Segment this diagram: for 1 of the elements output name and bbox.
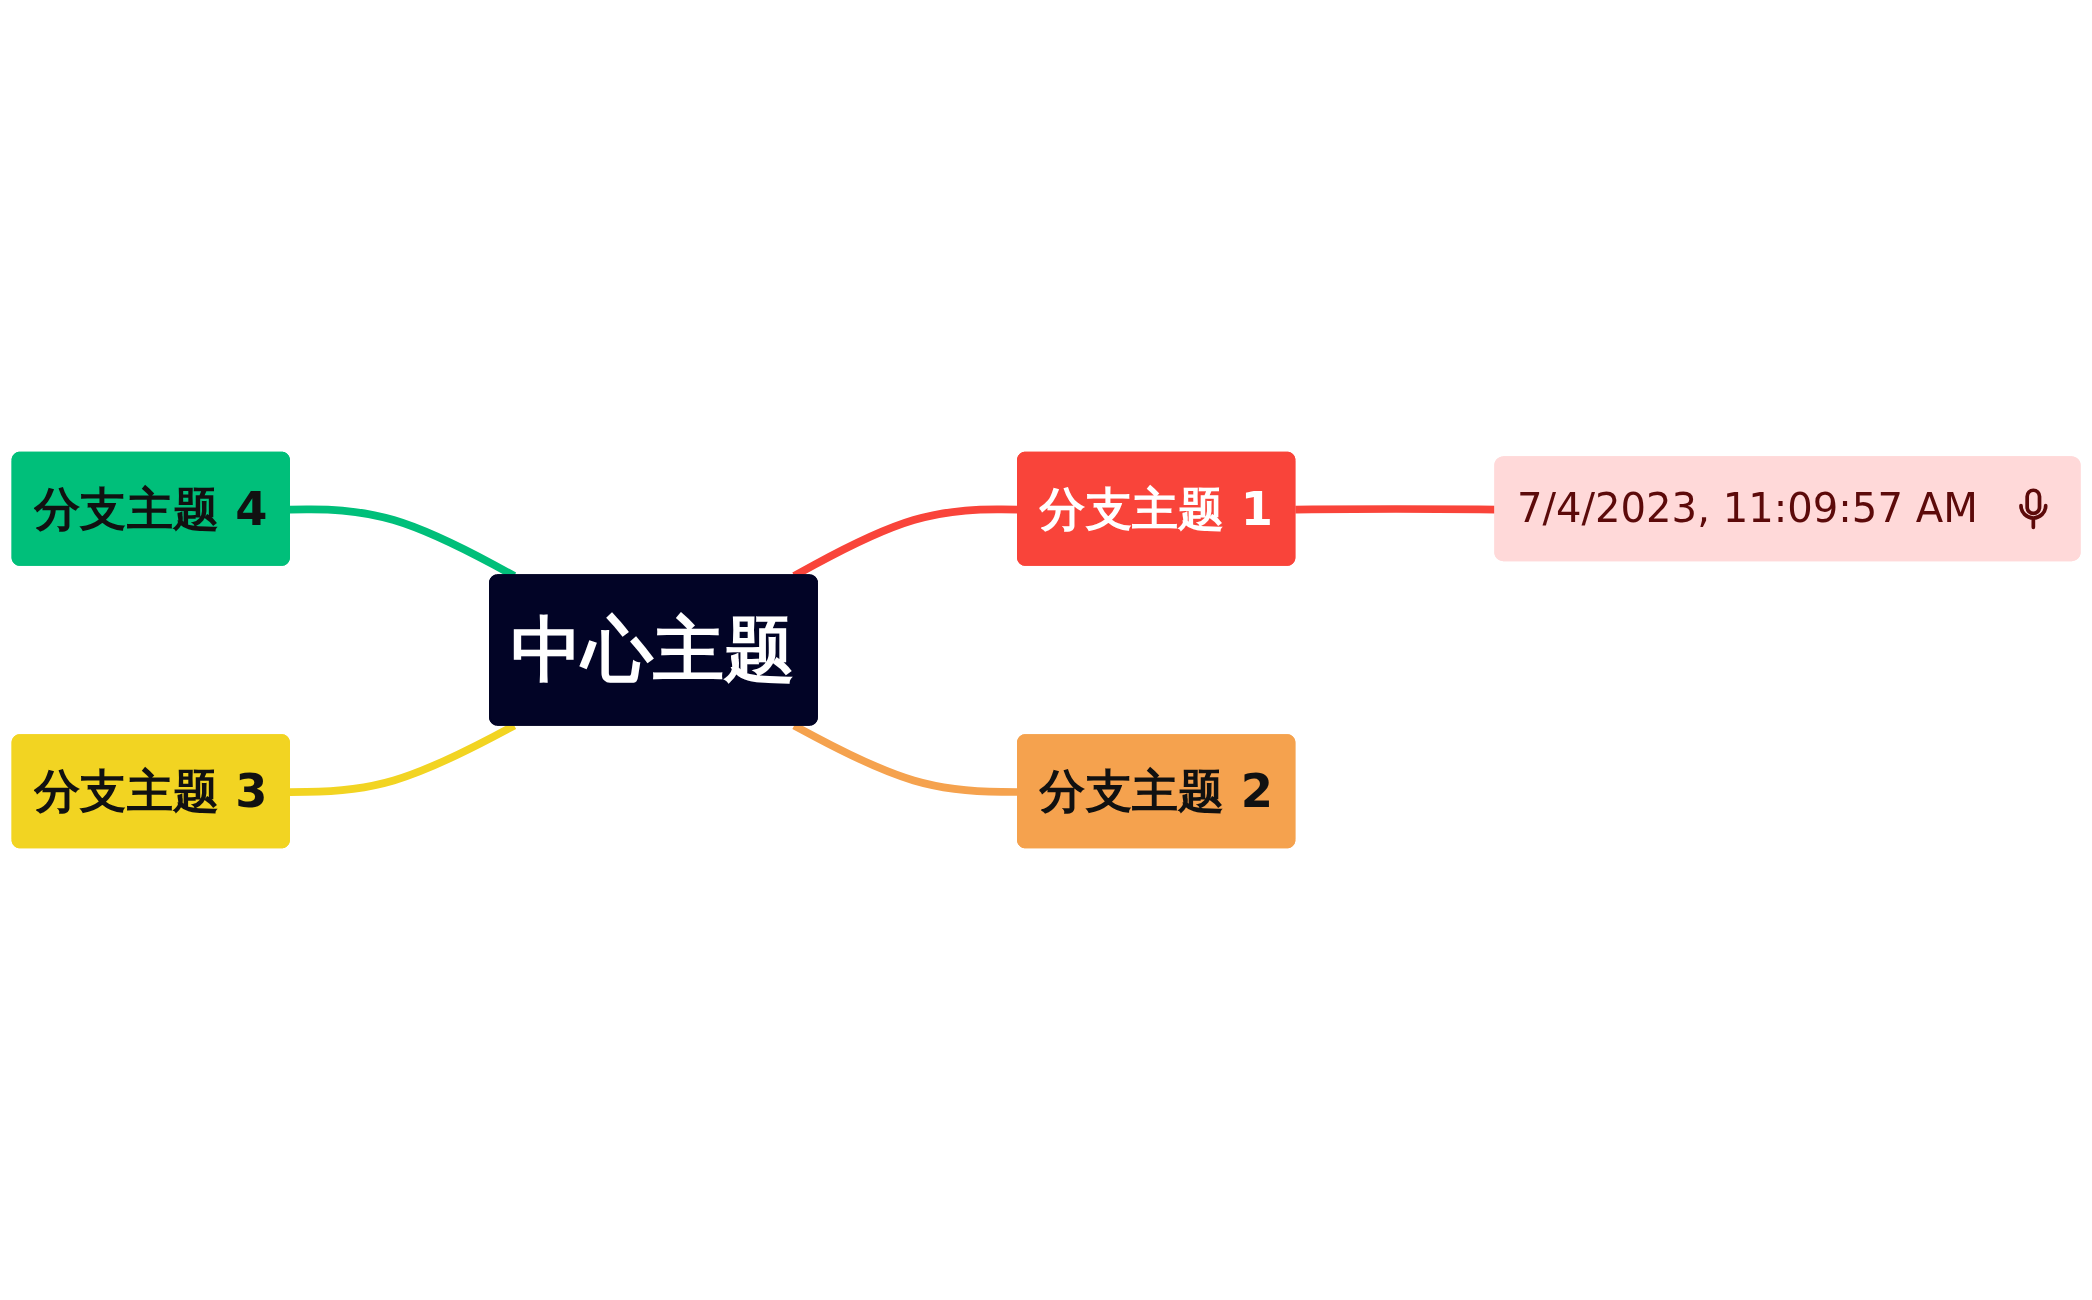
connector [1295,505,1497,514]
